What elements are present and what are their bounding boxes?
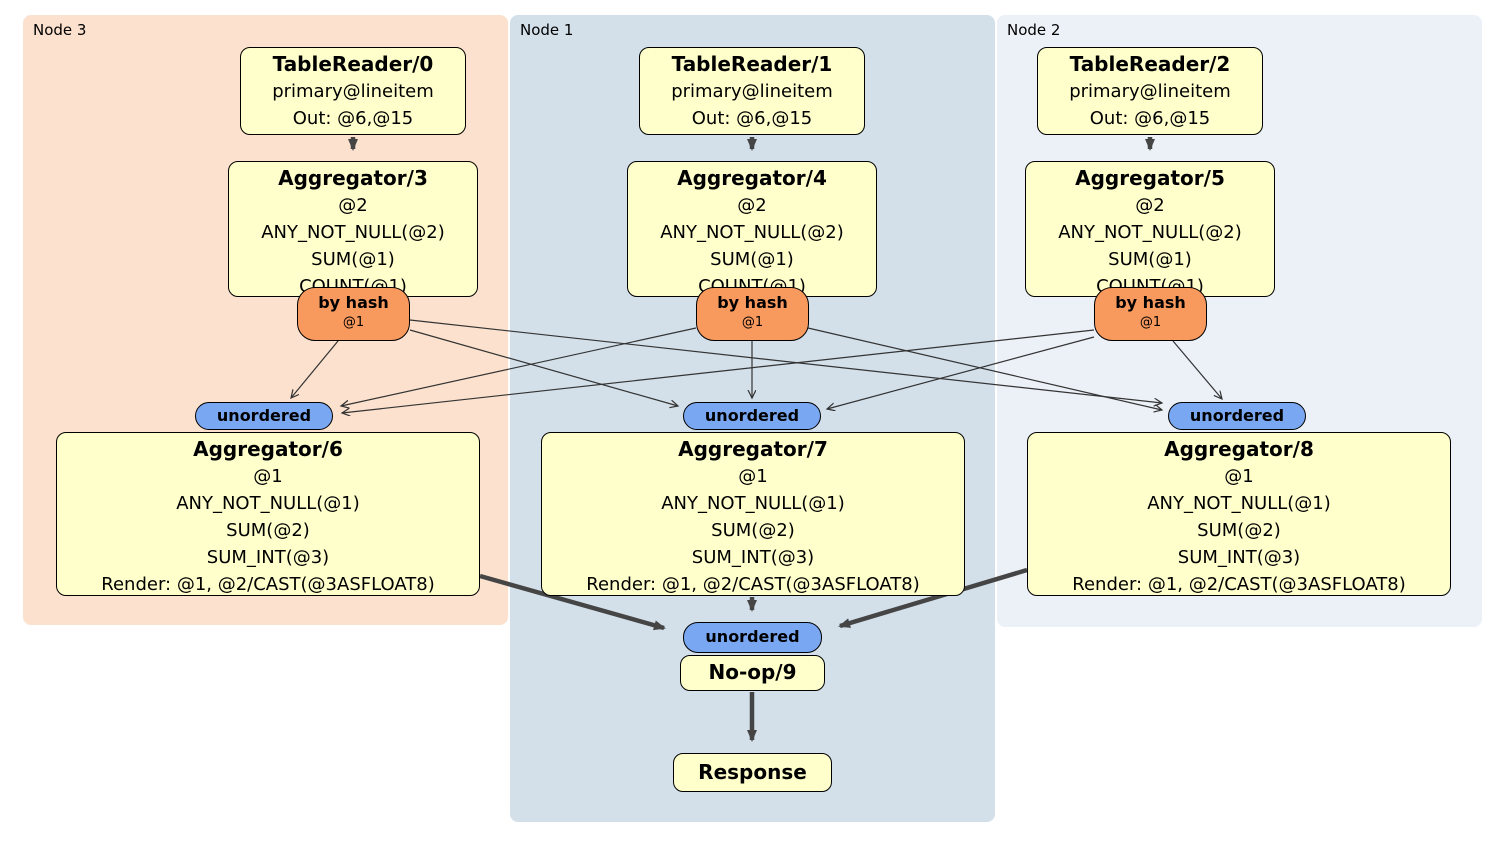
hash-router-5-title: by hash: [1115, 293, 1186, 312]
node-1-label: Node 1: [520, 21, 574, 39]
unordered-sync-7: unordered: [683, 402, 821, 430]
tablereader-1-out: Out: @6,@15: [691, 108, 813, 129]
edge-router5-sync6: [342, 329, 1095, 413]
tablereader-0-out: Out: @6,@15: [292, 108, 414, 129]
aggregator-7-title: Aggregator/7: [678, 437, 828, 461]
edge-aggregator8-outsync: [838, 567, 1028, 629]
aggregator-8-render-line: Render: @1, @2/CAST(@3ASFLOAT8): [1072, 574, 1406, 595]
aggregator-8-line: ANY_NOT_NULL(@1): [1147, 493, 1331, 514]
node-3-label: Node 3: [33, 21, 87, 39]
aggregator-6-line: @1: [253, 466, 283, 487]
tablereader-0-span: primary@lineitem: [272, 81, 434, 102]
aggregator-6-line: SUM(@2): [226, 520, 310, 541]
aggregator-3-line: ANY_NOT_NULL(@2): [261, 222, 445, 243]
aggregator-7-line: SUM_INT(@3): [691, 547, 815, 568]
aggregator-5-title: Aggregator/5: [1075, 166, 1225, 190]
hash-router-3: by hash @1: [297, 287, 410, 341]
tablereader-0-node: TableReader/0 primary@lineitem Out: @6,@…: [240, 47, 466, 135]
aggregator-7-node: Aggregator/7 @1 ANY_NOT_NULL(@1) SUM(@2)…: [541, 432, 965, 596]
aggregator-3-line: SUM(@1): [311, 249, 395, 270]
aggregator-8-line: SUM_INT(@3): [1177, 547, 1301, 568]
tablereader-1-span: primary@lineitem: [671, 81, 833, 102]
edge-router4-sync8: [807, 327, 1162, 410]
aggregator-8-line: @1: [1224, 466, 1254, 487]
aggregator-6-line: ANY_NOT_NULL(@1): [176, 493, 360, 514]
aggregator-6-node: Aggregator/6 @1 ANY_NOT_NULL(@1) SUM(@2)…: [56, 432, 480, 596]
unordered-sync-8: unordered: [1168, 402, 1306, 430]
noop-9-node: No-op/9: [680, 655, 825, 691]
edge-router3-sync8: [409, 319, 1162, 403]
aggregator-5-line: @2: [1135, 195, 1165, 216]
response-title: Response: [698, 760, 807, 784]
hash-router-3-title: by hash: [318, 293, 389, 312]
edge-router3-sync7: [409, 329, 678, 406]
tablereader-1-node: TableReader/1 primary@lineitem Out: @6,@…: [639, 47, 865, 135]
aggregator-6-title: Aggregator/6: [193, 437, 343, 461]
aggregator-4-node: Aggregator/4 @2 ANY_NOT_NULL(@2) SUM(@1)…: [627, 161, 877, 297]
tablereader-2-span: primary@lineitem: [1069, 81, 1231, 102]
aggregator-8-line: SUM(@2): [1197, 520, 1281, 541]
aggregator-5-line: SUM(@1): [1108, 249, 1192, 270]
aggregator-7-line: @1: [738, 466, 768, 487]
unordered-sync-6: unordered: [195, 402, 333, 430]
tablereader-2-title: TableReader/2: [1069, 52, 1231, 76]
response-node: Response: [673, 753, 832, 792]
tablereader-0-title: TableReader/0: [272, 52, 434, 76]
node-2-label: Node 2: [1007, 21, 1061, 39]
aggregator-8-node: Aggregator/8 @1 ANY_NOT_NULL(@1) SUM(@2)…: [1027, 432, 1451, 596]
aggregator-4-line: SUM(@1): [710, 249, 794, 270]
aggregator-7-line: ANY_NOT_NULL(@1): [661, 493, 845, 514]
edge-router4-sync6: [341, 327, 697, 406]
aggregator-3-title: Aggregator/3: [278, 166, 428, 190]
hash-router-4-detail: @1: [741, 315, 764, 330]
hash-router-4-title: by hash: [717, 293, 788, 312]
edge-aggregator6-outsync: [479, 573, 666, 631]
aggregator-6-render-line: Render: @1, @2/CAST(@3ASFLOAT8): [101, 574, 435, 595]
aggregator-3-node: Aggregator/3 @2 ANY_NOT_NULL(@2) SUM(@1)…: [228, 161, 478, 297]
aggregator-4-line: ANY_NOT_NULL(@2): [660, 222, 844, 243]
tablereader-2-out: Out: @6,@15: [1089, 108, 1211, 129]
hash-router-5-detail: @1: [1139, 315, 1162, 330]
edge-router3-sync6: [291, 340, 339, 398]
noop-9-title: No-op/9: [708, 660, 797, 684]
aggregator-6-line: SUM_INT(@3): [206, 547, 330, 568]
aggregator-8-title: Aggregator/8: [1164, 437, 1314, 461]
unordered-sync-output: unordered: [683, 622, 822, 653]
aggregator-7-render-line: Render: @1, @2/CAST(@3ASFLOAT8): [586, 574, 920, 595]
hash-router-5: by hash @1: [1094, 287, 1207, 341]
edge-router5-sync7: [827, 336, 1095, 409]
aggregator-4-line: @2: [737, 195, 767, 216]
aggregator-5-line: ANY_NOT_NULL(@2): [1058, 222, 1242, 243]
aggregator-4-title: Aggregator/4: [677, 166, 827, 190]
hash-router-3-detail: @1: [342, 315, 365, 330]
edge-router5-sync8: [1172, 340, 1222, 399]
tablereader-2-node: TableReader/2 primary@lineitem Out: @6,@…: [1037, 47, 1263, 135]
aggregator-7-line: SUM(@2): [711, 520, 795, 541]
aggregator-5-node: Aggregator/5 @2 ANY_NOT_NULL(@2) SUM(@1)…: [1025, 161, 1275, 297]
aggregator-3-line: @2: [338, 195, 368, 216]
hash-router-4: by hash @1: [696, 287, 809, 341]
tablereader-1-title: TableReader/1: [671, 52, 833, 76]
